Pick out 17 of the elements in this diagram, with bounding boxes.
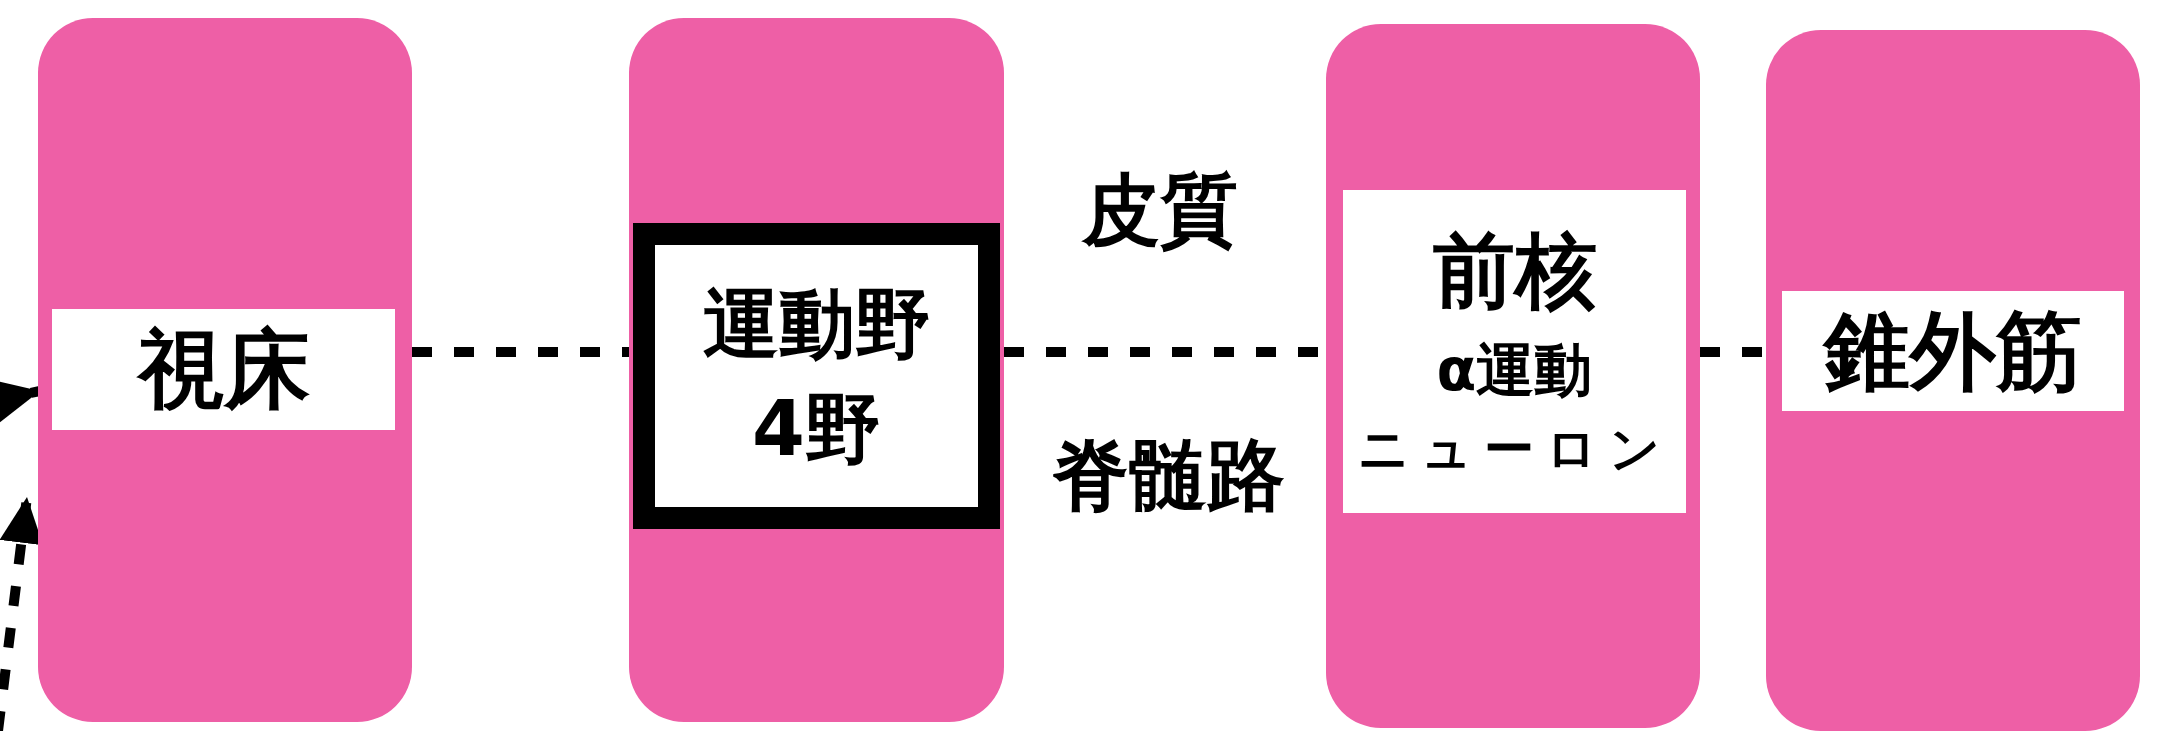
- column-panel: [38, 18, 412, 722]
- label-box: [1343, 190, 1686, 513]
- node-text: 視床: [137, 320, 310, 419]
- column-panel: [1766, 30, 2140, 731]
- column-panel: [629, 18, 1004, 722]
- node-text: ニューロン: [1357, 421, 1672, 479]
- pathway-label: 脊髄路: [1051, 436, 1285, 514]
- node-text: 錐外筋: [1824, 301, 2082, 401]
- label-box: [52, 309, 395, 430]
- node-text: 4野: [752, 385, 881, 473]
- node-text: 前核: [1432, 224, 1597, 319]
- label-box: [1782, 291, 2124, 411]
- node-text: 運動野: [702, 279, 931, 367]
- dashed-connector: [412, 347, 629, 357]
- node-text: α運動: [1436, 336, 1593, 404]
- column-panel: [1326, 24, 1700, 728]
- framed-label-box: [633, 223, 1000, 529]
